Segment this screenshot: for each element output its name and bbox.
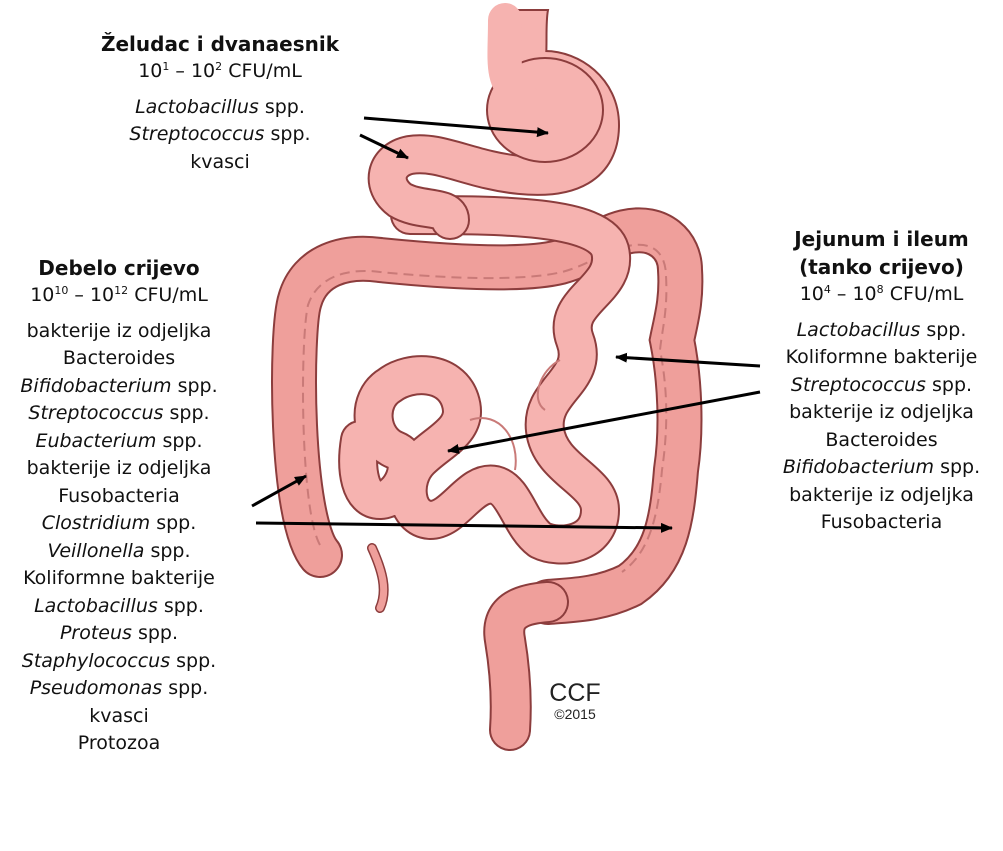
conc-unit: CFU/mL [222, 60, 302, 82]
organism-genus: Eubacterium [35, 430, 156, 452]
credit-year: ©2015 [538, 706, 612, 722]
organism-text: Fusobacteria [821, 511, 942, 533]
organism-item: Clostridium spp. [0, 510, 238, 538]
organism-text: Koliformne bakterije [786, 346, 978, 368]
copyright-credit: CCF ©2015 [538, 680, 612, 722]
organism-item: bakterije iz odjeljka [760, 482, 1003, 510]
organism-item: bakterije iz odjeljka [760, 399, 1003, 427]
stomach-organism-list: Lactobacillus spp.Streptococcus spp.kvas… [70, 94, 370, 177]
conc-unit: CFU/mL [128, 284, 208, 306]
organism-text: bakterije iz odjeljka [789, 484, 974, 506]
organism-text: spp. [144, 540, 190, 562]
organism-genus: Veillonella [47, 540, 144, 562]
organism-item: Proteus spp. [0, 620, 238, 648]
organism-text: Bacteroides [63, 347, 175, 369]
organism-item: Staphylococcus spp. [0, 648, 238, 676]
organism-genus: Bifidobacterium [783, 456, 934, 478]
organism-item: Bacteroides [760, 427, 1003, 455]
organism-text: spp. [259, 96, 305, 118]
organism-genus: Streptococcus [28, 402, 163, 424]
organism-text: spp. [163, 402, 209, 424]
organism-text: Bacteroides [825, 429, 937, 451]
conc-exponent-high: 12 [114, 284, 128, 297]
organism-item: bakterije iz odjeljka [0, 455, 238, 483]
organism-item: Fusobacteria [0, 483, 238, 511]
organism-text: bakterije iz odjeljka [27, 457, 212, 479]
organism-item: Koliformne bakterije [760, 344, 1003, 372]
conc-unit: CFU/mL [884, 283, 964, 305]
organism-item: Bifidobacterium spp. [760, 454, 1003, 482]
organism-item: Lactobacillus spp. [0, 593, 238, 621]
organism-text: Koliformne bakterije [23, 567, 215, 589]
small-intestine-concentration: 104 – 108 CFU/mL [760, 281, 1003, 309]
credit-mark: CCF [538, 680, 612, 706]
organism-text: spp. [926, 374, 972, 396]
conc-base: 10 [30, 284, 54, 306]
organism-genus: Pseudomonas [30, 677, 163, 699]
small-intestine-label: Jejunum i ileum (tanko crijevo) 104 – 10… [760, 225, 1003, 537]
organism-item: Koliformne bakterije [0, 565, 238, 593]
organism-item: Lactobacillus spp. [760, 317, 1003, 345]
small-intestine-title-line1: Jejunum i ileum [760, 225, 1003, 253]
small-intestine-title-line2: (tanko crijevo) [760, 253, 1003, 281]
organism-text: kvasci [190, 151, 250, 173]
organism-text: kvasci [89, 705, 149, 727]
organism-item: Bifidobacterium spp. [0, 373, 238, 401]
organism-text: bakterije iz odjeljka [789, 401, 974, 423]
conc-exponent-low: 4 [824, 283, 831, 296]
organism-genus: Lactobacillus [34, 595, 158, 617]
large-intestine-label: Debelo crijevo 1010 – 1012 CFU/mL bakter… [0, 254, 238, 758]
organism-genus: Lactobacillus [135, 96, 259, 118]
organism-item: kvasci [70, 149, 370, 177]
stomach-concentration: 101 – 102 CFU/mL [70, 58, 370, 86]
organism-item: Streptococcus spp. [0, 400, 238, 428]
organism-item: Pseudomonas spp. [0, 675, 238, 703]
organism-text: spp. [934, 456, 980, 478]
organism-text: spp. [264, 123, 310, 145]
organism-text: spp. [162, 677, 208, 699]
organism-item: Streptococcus spp. [760, 372, 1003, 400]
organism-item: kvasci [0, 703, 238, 731]
stomach-label: Želudac i dvanaesnik 101 – 102 CFU/mL La… [70, 30, 370, 176]
organism-genus: Lactobacillus [797, 319, 921, 341]
organism-text: spp. [156, 430, 202, 452]
organism-text: spp. [170, 650, 216, 672]
conc-separator: – 10 [169, 60, 215, 82]
organism-item: Bacteroides [0, 345, 238, 373]
organism-text: Fusobacteria [58, 485, 179, 507]
organism-item: Eubacterium spp. [0, 428, 238, 456]
organism-genus: Staphylococcus [22, 650, 170, 672]
conc-exponent-low: 10 [54, 284, 68, 297]
stomach-shape [388, 10, 603, 220]
organism-item: Fusobacteria [760, 509, 1003, 537]
large-intestine-title: Debelo crijevo [0, 254, 238, 282]
stomach-title: Želudac i dvanaesnik [70, 30, 370, 58]
organism-genus: Clostridium [42, 512, 151, 534]
organism-text: spp. [172, 375, 218, 397]
conc-base: 10 [800, 283, 824, 305]
organism-item: bakterije iz odjeljka [0, 318, 238, 346]
organism-text: Protozoa [78, 732, 160, 754]
organism-text: spp. [132, 622, 178, 644]
large-intestine-concentration: 1010 – 1012 CFU/mL [0, 282, 238, 310]
conc-exponent-high: 8 [877, 283, 884, 296]
conc-separator: – 10 [68, 284, 114, 306]
organism-genus: Streptococcus [791, 374, 926, 396]
organism-item: Lactobacillus spp. [70, 94, 370, 122]
organism-text: bakterije iz odjeljka [27, 320, 212, 342]
organism-genus: Proteus [60, 622, 132, 644]
organism-item: Veillonella spp. [0, 538, 238, 566]
organism-text: spp. [158, 595, 204, 617]
organism-item: Protozoa [0, 730, 238, 758]
organism-text: spp. [920, 319, 966, 341]
organism-genus: Bifidobacterium [20, 375, 171, 397]
conc-separator: – 10 [831, 283, 877, 305]
conc-base: 10 [138, 60, 162, 82]
organism-item: Streptococcus spp. [70, 121, 370, 149]
organism-genus: Streptococcus [129, 123, 264, 145]
organism-text: spp. [150, 512, 196, 534]
